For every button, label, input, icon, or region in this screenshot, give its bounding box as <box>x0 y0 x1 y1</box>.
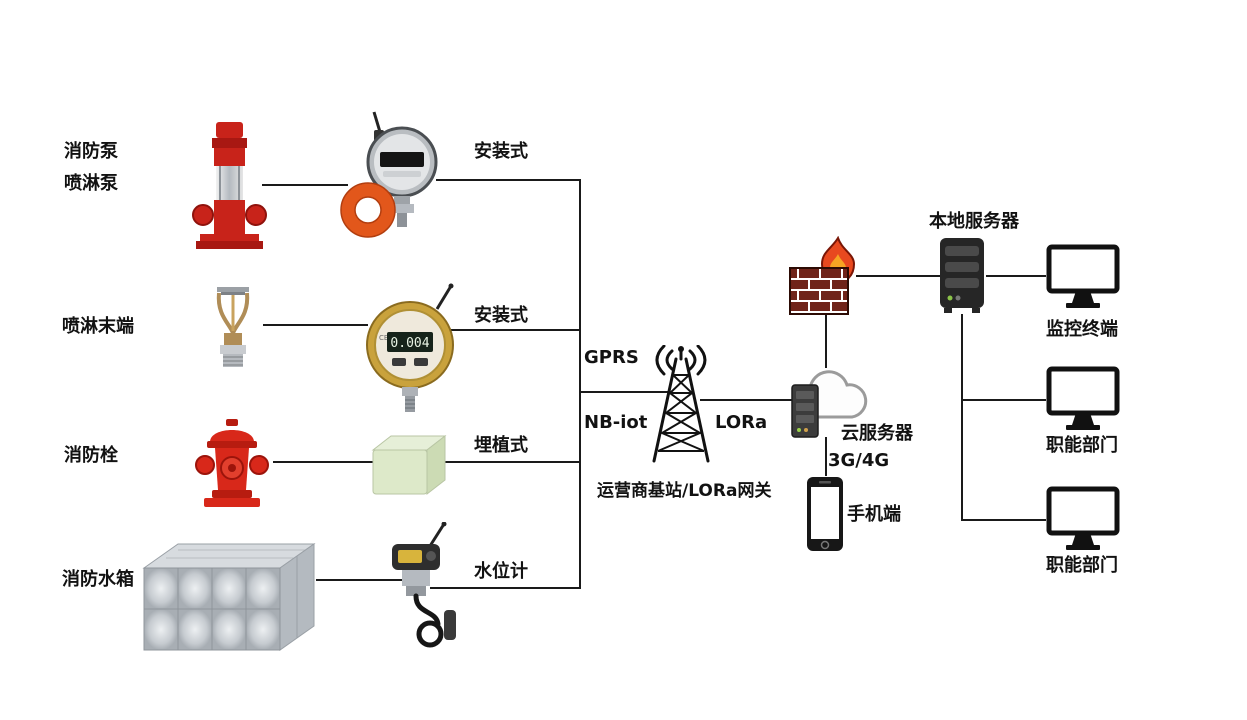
connector-line <box>263 324 368 326</box>
device-label-water-tank: 消防水箱 <box>62 569 134 590</box>
pressure-transmitter-image <box>340 110 455 240</box>
connector-line <box>316 579 404 581</box>
connector-line <box>430 587 580 589</box>
connector-line <box>986 275 1046 277</box>
connector-line <box>700 399 792 401</box>
device-label-fire-pump: 消防泵 <box>64 141 118 162</box>
connector-line <box>450 329 580 331</box>
cloud-server-label: 云服务器 <box>841 423 913 444</box>
connector-line <box>856 275 940 277</box>
cloud-server-icon <box>786 355 868 443</box>
svg-text:CE: CE <box>379 334 388 342</box>
connector-line <box>273 461 373 463</box>
connector-line <box>436 179 580 181</box>
digital-pressure-gauge-image: CE 0.004 <box>365 283 460 413</box>
local-server-label: 本地服务器 <box>929 211 1019 232</box>
device-label-sprinkler-end: 喷淋末端 <box>62 316 134 337</box>
local-server-icon <box>936 236 988 314</box>
fire-pump-image <box>192 120 267 255</box>
connector-line <box>961 399 1046 401</box>
gateway-label: 运营商基站/LORa网关 <box>597 481 772 501</box>
department-monitor-icon-2 <box>1046 486 1120 554</box>
fire-hydrant-image <box>188 418 276 510</box>
gauge-reading: 0.004 <box>390 336 429 351</box>
connector-line <box>580 391 670 393</box>
device-label-sprinkler-pump: 喷淋泵 <box>64 173 118 194</box>
phone-label: 手机端 <box>847 504 901 525</box>
nbiot-label: NB-iot <box>584 412 648 433</box>
sprinkler-head-image <box>203 285 263 370</box>
smartphone-icon <box>806 476 844 552</box>
sensor-type-label-4: 水位计 <box>474 561 528 582</box>
firewall-icon <box>788 236 866 316</box>
device-label-hydrant: 消防栓 <box>64 445 118 466</box>
gprs-label: GPRS <box>584 347 639 368</box>
water-tank-image <box>138 530 318 655</box>
department-label-2: 职能部门 <box>1046 555 1118 576</box>
monitor-terminal-icon <box>1046 244 1120 312</box>
sensor-type-label-1: 安装式 <box>474 141 528 162</box>
connector-line <box>825 314 827 368</box>
department-label-1: 职能部门 <box>1046 435 1118 456</box>
lora-label: LORa <box>715 412 768 433</box>
radio-tower-icon <box>642 345 720 463</box>
buried-sensor-image <box>365 432 450 500</box>
connector-line <box>262 184 348 186</box>
bus-line <box>579 179 581 589</box>
sensor-type-label-3: 埋植式 <box>474 435 528 456</box>
connector-line <box>961 314 963 521</box>
monitor-terminal-label: 监控终端 <box>1046 319 1118 340</box>
sensor-type-label-2: 安装式 <box>474 305 528 326</box>
level-transmitter-image <box>378 522 473 657</box>
department-monitor-icon-1 <box>1046 366 1120 434</box>
mobile-network-label: 3G/4G <box>828 450 890 471</box>
connector-line <box>445 461 580 463</box>
connector-line <box>825 437 827 476</box>
connector-line <box>961 519 1046 521</box>
